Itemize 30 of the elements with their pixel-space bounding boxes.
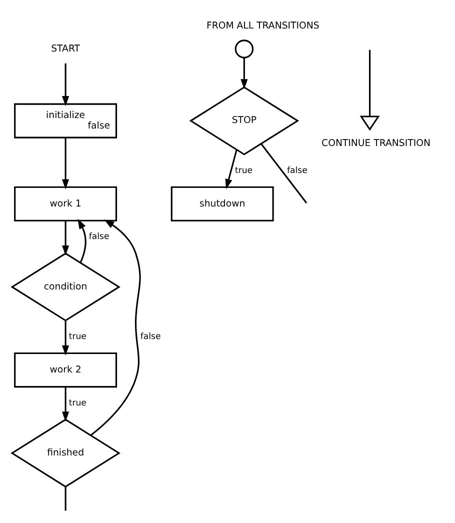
node-label: FROM ALL TRANSITIONS xyxy=(206,20,319,32)
node-box: initialize false xyxy=(14,103,117,138)
node-diamond: condition xyxy=(10,252,120,322)
node-circle xyxy=(234,40,254,58)
edge-label: true xyxy=(234,166,252,176)
node-triangle xyxy=(359,116,380,131)
node-box: work 2 xyxy=(14,352,117,388)
node-diamond: finished xyxy=(10,418,120,488)
arrow xyxy=(224,149,237,190)
edge-label: true xyxy=(68,398,86,408)
node-text: START xyxy=(50,43,80,54)
arrow xyxy=(90,220,140,436)
arrow xyxy=(62,320,69,356)
arrow xyxy=(62,386,69,422)
node-box: work 1 xyxy=(14,186,117,222)
edge-label: false xyxy=(88,232,109,242)
connector xyxy=(368,50,370,116)
arrow xyxy=(62,63,69,106)
connector xyxy=(64,486,66,511)
connector xyxy=(260,143,307,204)
arrow xyxy=(77,218,86,264)
node-diamond: STOP xyxy=(188,86,299,156)
node-label: CONTINUE TRANSITION xyxy=(321,138,430,150)
arrow xyxy=(240,58,248,90)
edge-label: false xyxy=(286,166,307,176)
arrow xyxy=(62,138,69,190)
node-box: shutdown xyxy=(170,186,274,222)
edge-label: false xyxy=(140,332,160,342)
arrow xyxy=(62,220,69,256)
edge-label: true xyxy=(68,332,86,342)
